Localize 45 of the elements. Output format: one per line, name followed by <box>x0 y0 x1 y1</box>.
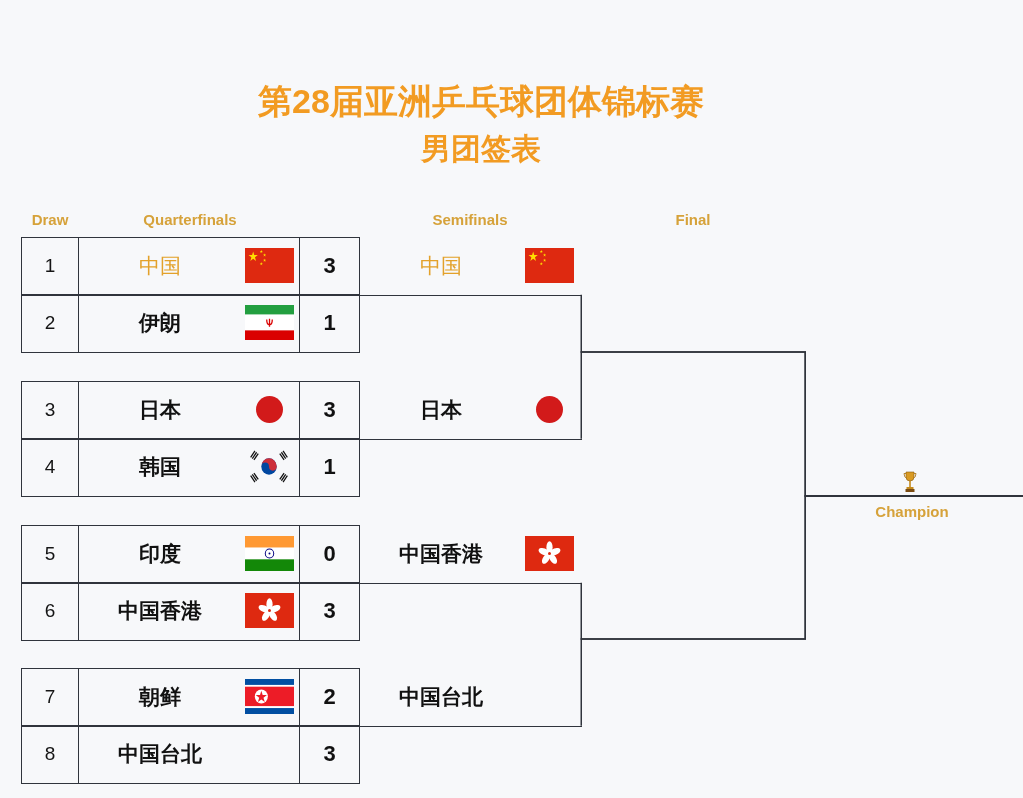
team-row <box>21 381 360 440</box>
column-header: Draw <box>31 211 69 229</box>
score-cell: 1 <box>299 439 359 496</box>
team-name: 日本 <box>420 396 462 423</box>
team-name: 日本 <box>139 397 181 424</box>
score-cell: 3 <box>299 238 359 295</box>
column-header: Final <box>675 211 711 229</box>
team-name: 中国台北 <box>399 683 483 710</box>
draw-number-cell: 7 <box>22 669 79 726</box>
score-cell: 3 <box>299 726 359 783</box>
team-row <box>21 237 360 296</box>
score-cell: 3 <box>299 583 359 640</box>
team-name: 中国香港 <box>118 598 202 625</box>
team-name: 中国 <box>420 252 462 279</box>
bracket-line <box>580 495 807 727</box>
team-row <box>21 725 360 784</box>
team-name: 印度 <box>139 541 181 568</box>
team-row <box>21 438 360 497</box>
team-name: 伊朗 <box>139 310 181 337</box>
draw-number-cell: 2 <box>22 295 79 352</box>
team-name: 中国香港 <box>399 540 483 567</box>
draw-number-cell: 8 <box>22 726 79 783</box>
column-header: Semifinals <box>432 211 508 229</box>
title: 第28届亚洲乒乓球团体锦标赛 <box>258 82 704 122</box>
team-row <box>21 525 360 584</box>
draw-number-cell: 3 <box>22 382 79 439</box>
draw-number-cell: 6 <box>22 583 79 640</box>
column-header: Quarterfinals <box>143 211 237 229</box>
team-name: 韩国 <box>139 454 181 481</box>
draw-number-cell: 1 <box>22 238 79 295</box>
team-name: 朝鲜 <box>139 684 181 711</box>
score-cell: 1 <box>299 295 359 352</box>
team-row <box>21 582 360 641</box>
score-cell: 0 <box>299 526 359 583</box>
team-row <box>21 294 360 353</box>
champion-label: Champion <box>875 502 949 520</box>
team-name: 中国 <box>139 253 181 280</box>
score-cell: 2 <box>299 669 359 726</box>
team-name: 中国台北 <box>118 741 202 768</box>
draw-number-cell: 4 <box>22 439 79 496</box>
bracket-line <box>580 351 807 497</box>
score-cell: 3 <box>299 382 359 439</box>
team-row <box>21 668 360 727</box>
subtitle: 男团签表 <box>421 131 541 167</box>
draw-number-cell: 5 <box>22 526 79 583</box>
